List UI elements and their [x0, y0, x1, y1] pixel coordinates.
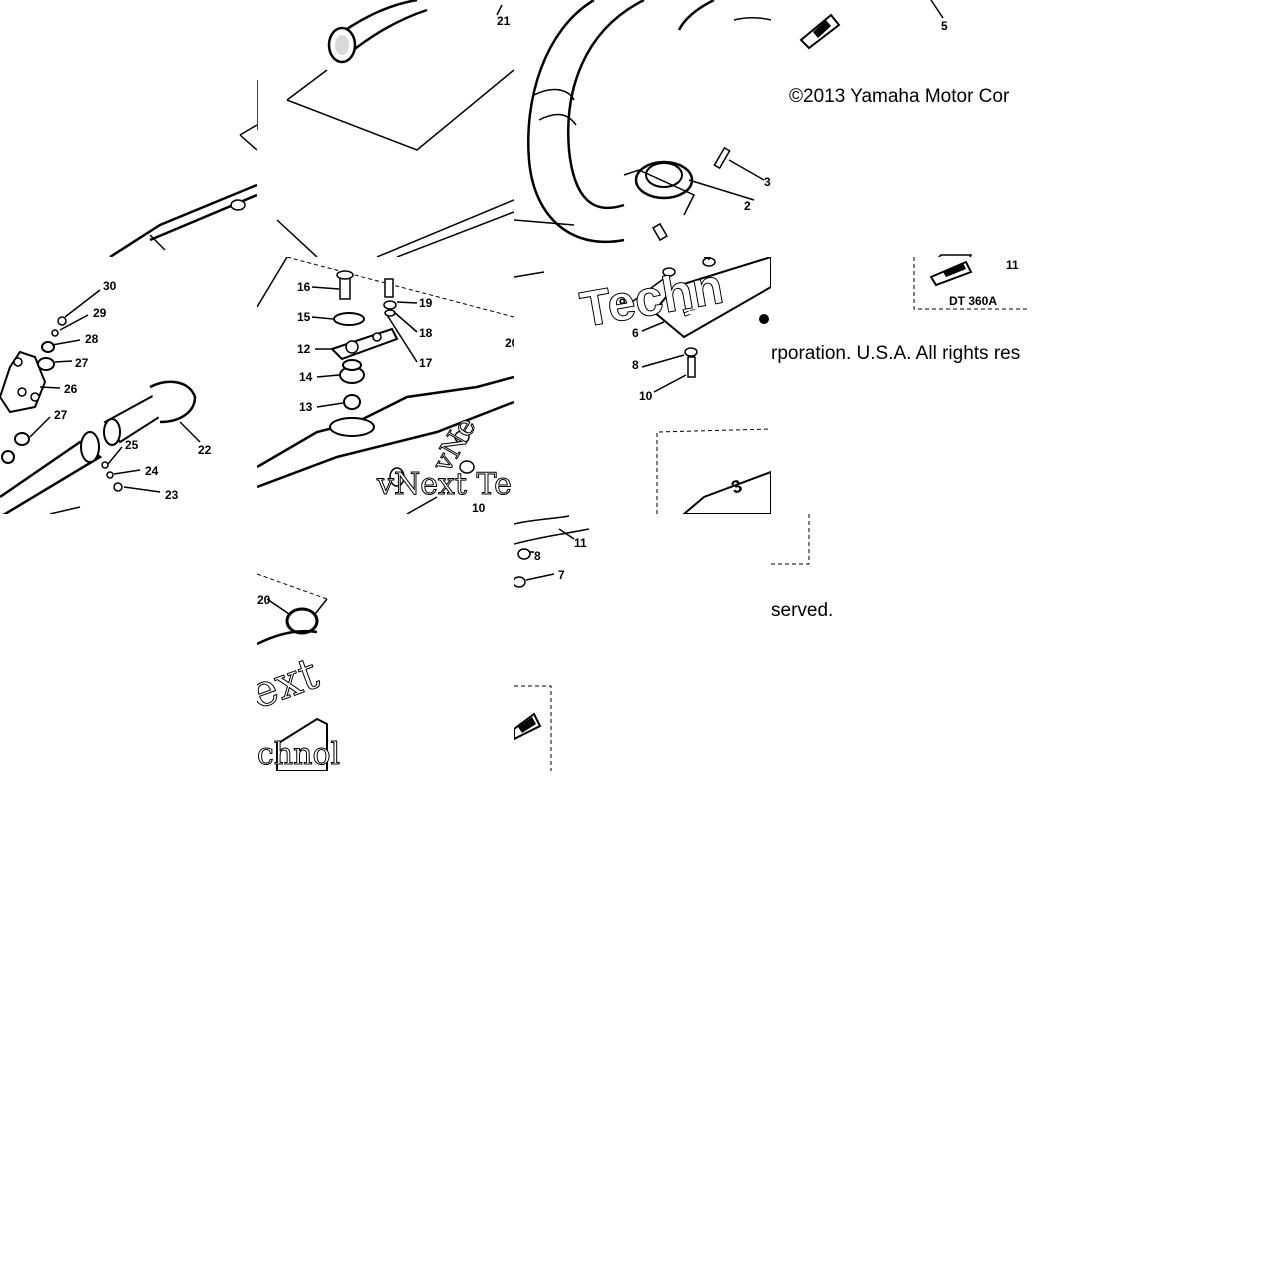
callout-3: 3 — [764, 175, 771, 189]
callout-11-bolt: 11 — [574, 536, 587, 550]
diagram-tile-header-pipe: 2 3 — [514, 0, 771, 257]
diagram-tile-inset-corner — [771, 514, 1028, 771]
callout-6: 6 — [632, 326, 639, 340]
callout-29: 29 — [93, 306, 107, 320]
model-label: DT 360A — [949, 294, 997, 308]
callout-30: 30 — [103, 279, 117, 293]
callout-27b: 27 — [54, 408, 68, 422]
callout-7: 7 — [558, 568, 565, 582]
diagram-tile-heat-shield: E~ 6 8 10 9 4 3 Techn — [514, 257, 771, 514]
callout-5: 5 — [941, 19, 948, 33]
diagram-tile-emblem: 5 — [771, 0, 1028, 257]
callout-11: 11 — [1006, 258, 1019, 272]
shield-badge-text: E~ — [681, 304, 698, 320]
callout-8-bolt: 8 — [534, 549, 541, 563]
muffler-upper-drawing — [109, 124, 257, 257]
watermark-next-te: vNext Te — [376, 467, 512, 502]
callout-28: 28 — [85, 332, 99, 346]
callout-10: 10 — [639, 389, 653, 403]
diagram-tile-exhaust-tip: 21 — [257, 0, 514, 257]
diagram-tile-gasket: 20 ext chnol — [257, 514, 514, 771]
heat-shield-drawing: E~ 6 8 10 9 4 3 Techn — [514, 257, 771, 514]
inset-corner-drawing — [771, 514, 810, 565]
callout-18: 18 — [419, 326, 433, 340]
callout-15: 15 — [297, 310, 311, 324]
header-pipe-drawing: 2 3 — [514, 0, 771, 244]
callout-23: 23 — [165, 488, 179, 502]
callout-4: 4 — [704, 257, 711, 263]
callout-13: 13 — [299, 400, 313, 414]
diagram-tile-muffler-bracket: 30 29 28 27 26 27 25 24 23 22 — [0, 257, 257, 514]
copyright-text-part1: ©2013 Yamaha Motor Cor — [789, 86, 1010, 107]
diagram-tile-rubber-mounts: 16 15 12 14 13 19 18 17 20 vNext Te vNe … — [257, 257, 514, 514]
diagram-tile-muffler-upper — [0, 0, 257, 257]
callout-26: 26 — [64, 382, 78, 396]
callout-8: 8 — [632, 358, 639, 372]
callout-2: 2 — [744, 199, 751, 213]
callout-12: 12 — [297, 342, 311, 356]
callout-17: 17 — [419, 356, 433, 370]
callout-24: 24 — [145, 464, 159, 478]
callout-22: 22 — [198, 443, 212, 457]
diagram-tile-model-inset: DT 360A 11 — [771, 257, 1028, 514]
callout-19: 19 — [419, 296, 433, 310]
callout-20-gasket: 20 — [257, 593, 271, 607]
callout-9: 9 — [619, 296, 626, 310]
copyright-text-part3: served. — [771, 600, 834, 621]
exhaust-tip-drawing: 21 — [257, 0, 514, 257]
callout-20: 20 — [505, 336, 514, 350]
callout-10-lower: 10 — [472, 501, 486, 514]
callout-16: 16 — [297, 280, 311, 294]
gasket-drawing: 20 ext chnol — [257, 573, 341, 771]
bolts-drawing: 8 7 11 — [514, 515, 590, 771]
watermark-ext: ext — [257, 648, 325, 719]
emblem-drawing: 5 — [799, 0, 973, 257]
rubber-mounts-drawing: 16 15 12 14 13 19 18 17 20 vNext Te vNe … — [257, 257, 514, 514]
copyright-text-part2: rporation. U.S.A. All rights res — [771, 343, 1021, 364]
callout-27a: 27 — [75, 356, 89, 370]
muffler-bracket-drawing: 30 29 28 27 26 27 25 24 23 22 — [0, 279, 212, 514]
callout-25: 25 — [125, 438, 139, 452]
callout-14: 14 — [299, 370, 313, 384]
model-inset-drawing: DT 360A 11 — [913, 257, 1028, 310]
diagram-tile-bolts: 8 7 11 — [514, 514, 771, 771]
watermark-chnol: chnol — [257, 737, 340, 771]
callout-21: 21 — [497, 14, 511, 28]
